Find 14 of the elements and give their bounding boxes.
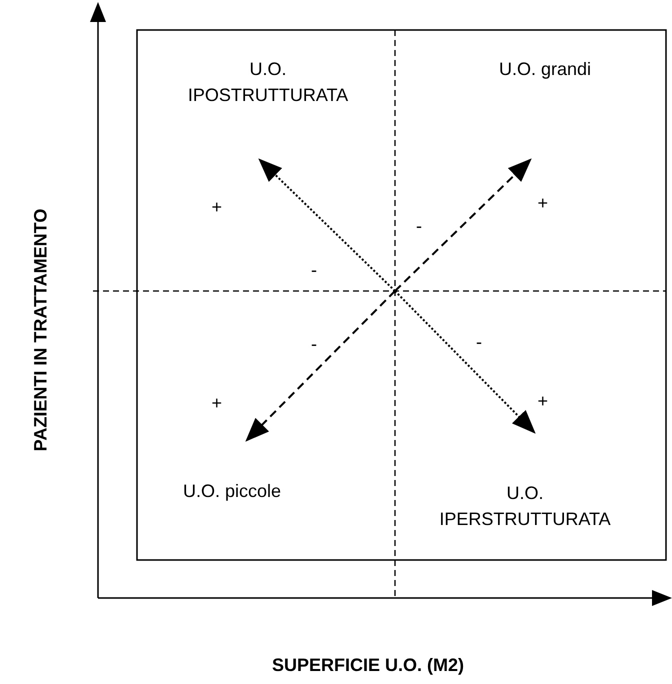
axis-title: SUPERFICIE U.O. (M2) [272,655,464,675]
sign: - [416,216,422,236]
axis-title: PAZIENTI IN TRATTAMENTO [30,208,50,452]
quadrant-label: U.O. IPOSTRUTTURATA [168,56,368,108]
sign: - [311,334,317,354]
sign: + [538,193,548,213]
quadrant-label: U.O. IPERSTRUTTURATA [425,480,625,532]
sign: + [212,393,222,413]
sign: + [212,197,222,217]
quadrant-label: U.O. piccole [172,478,292,504]
quadrant-label: U.O. grandi [485,56,605,82]
sign: + [538,391,548,411]
sign: - [311,260,317,280]
sign: - [476,332,482,352]
